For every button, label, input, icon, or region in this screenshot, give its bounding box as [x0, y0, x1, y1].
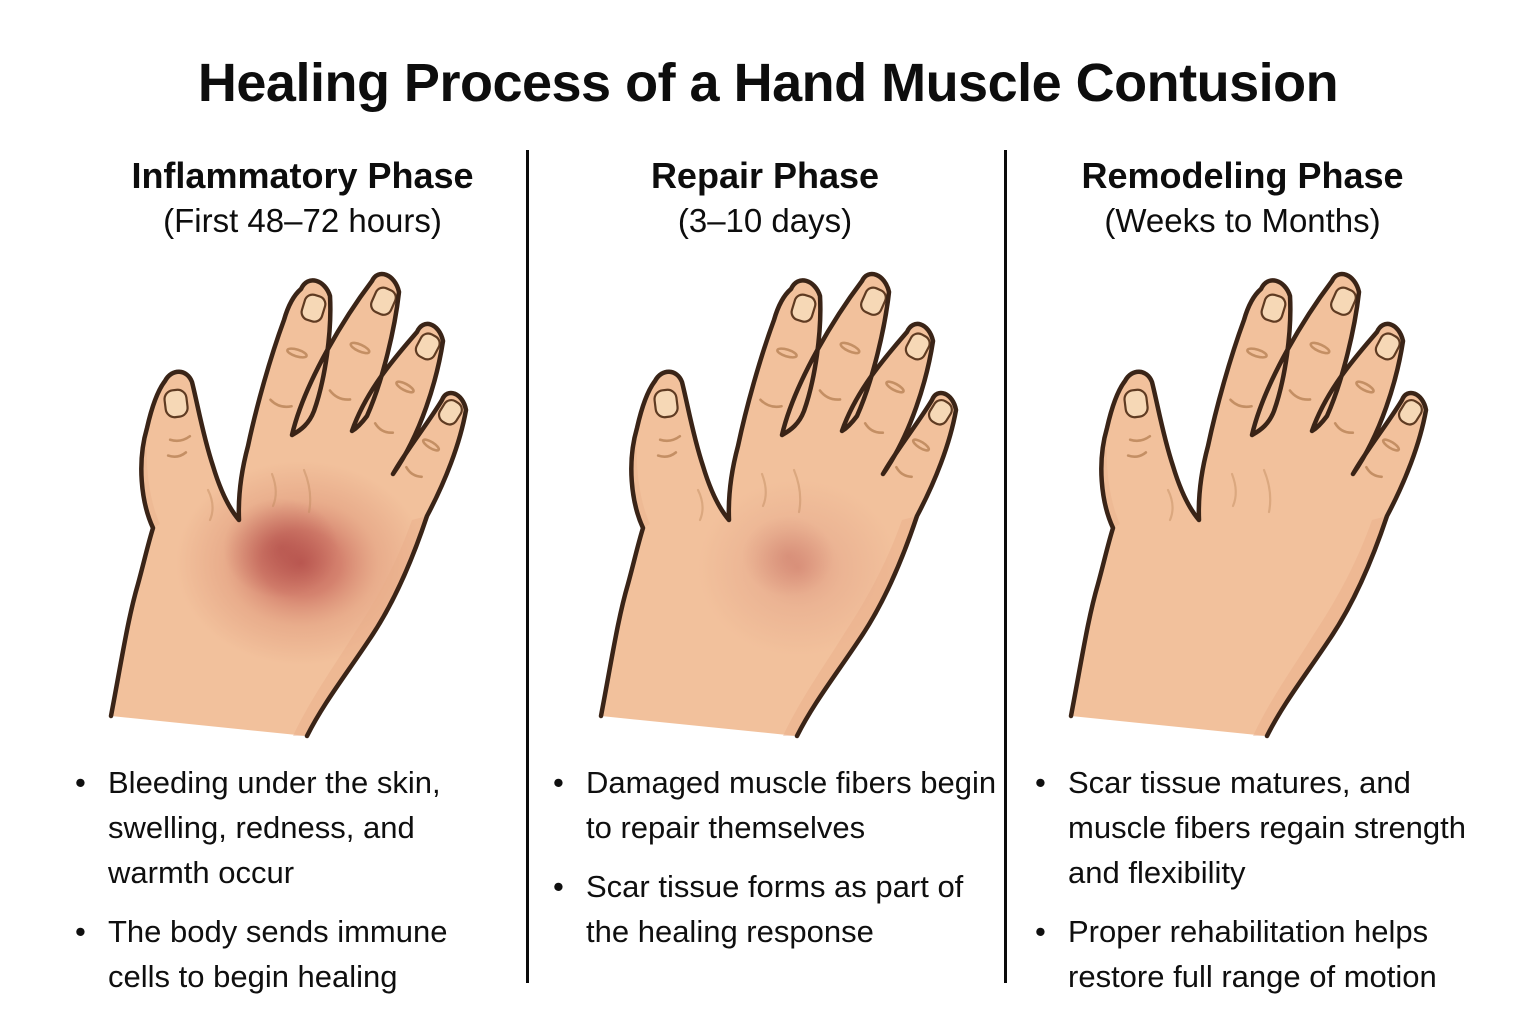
column-divider-1: [526, 150, 529, 983]
phase-name: Inflammatory Phase: [131, 155, 474, 196]
list-item: Proper rehabilitation helps restore full…: [1032, 909, 1504, 999]
bruise-fading: [698, 480, 898, 656]
phase-duration: (Weeks to Months): [1104, 202, 1381, 239]
phase-name: Repair Phase: [650, 155, 880, 196]
list-item: Scar tissue matures, and muscle fibers r…: [1032, 760, 1504, 895]
phase-header-inflammatory: Inflammatory Phase (First 48–72 hours): [75, 153, 530, 243]
page-title: Healing Process of a Hand Muscle Contusi…: [197, 53, 1339, 113]
column-divider-2: [1004, 150, 1007, 983]
phase-duration: (First 48–72 hours): [163, 202, 442, 239]
bullet-list-repair: Damaged muscle fibers begin to repair th…: [550, 760, 1000, 968]
bruise-acute: [176, 461, 426, 665]
list-item: Scar tissue forms as part of the healing…: [550, 864, 1000, 954]
list-item: Bleeding under the skin, swelling, redne…: [72, 760, 512, 895]
list-item: The body sends immune cells to begin hea…: [72, 909, 512, 999]
hand-illustration-repair: [601, 274, 956, 736]
phase-duration: (3–10 days): [677, 202, 853, 239]
phase-header-remodeling: Remodeling Phase (Weeks to Months): [1025, 153, 1460, 243]
phase-header-repair: Repair Phase (3–10 days): [545, 153, 985, 243]
hand-illustration-remodeling: [1071, 274, 1426, 736]
hands-row: [0, 268, 1536, 752]
hand-illustration-inflammatory: [111, 274, 466, 736]
list-item: Damaged muscle fibers begin to repair th…: [550, 760, 1000, 850]
bullet-list-remodeling: Scar tissue matures, and muscle fibers r…: [1032, 760, 1504, 1013]
bullet-list-inflammatory: Bleeding under the skin, swelling, redne…: [72, 760, 512, 1013]
phase-name: Remodeling Phase: [1081, 155, 1404, 196]
